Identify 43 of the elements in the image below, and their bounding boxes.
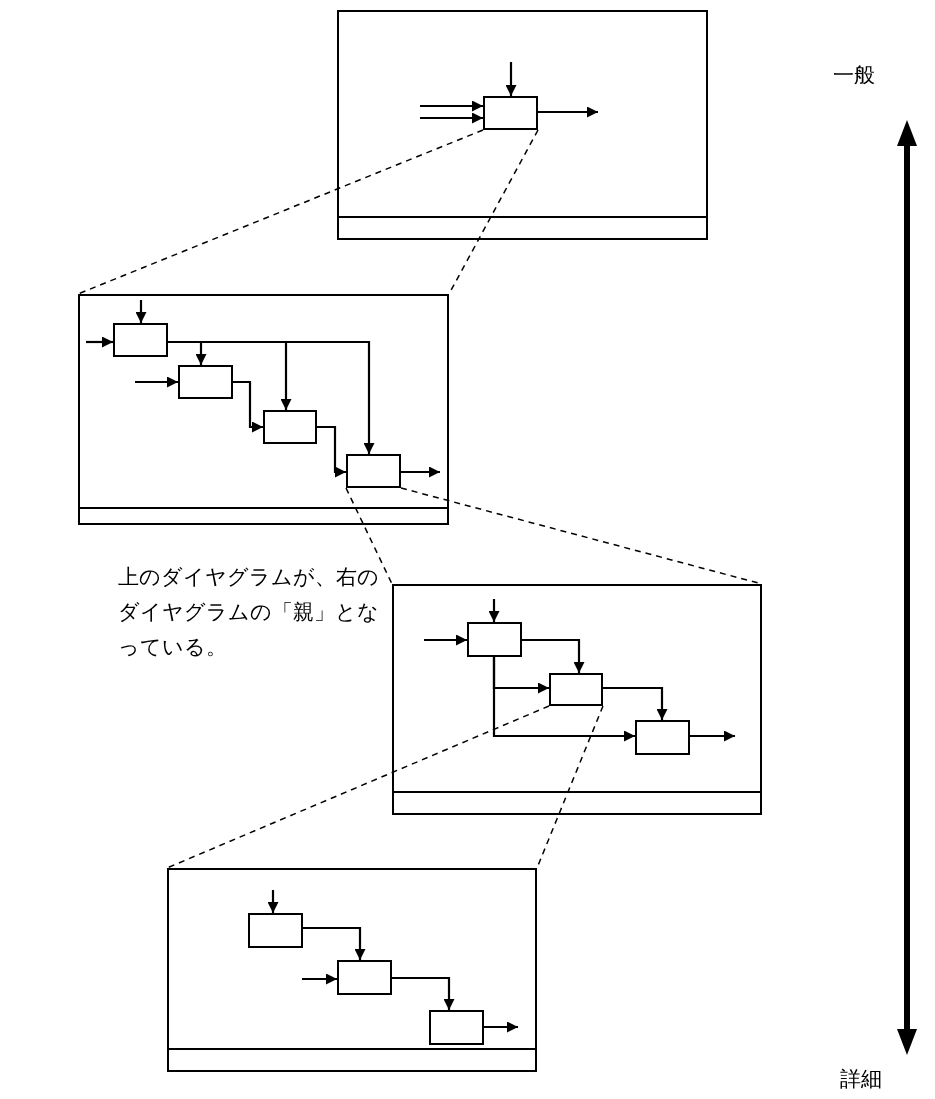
- diagram-frame: [167, 868, 537, 1072]
- process-box: [346, 454, 401, 488]
- arrow: [603, 686, 668, 720]
- arrow: [302, 973, 337, 985]
- arrow: [86, 336, 113, 348]
- arrow: [424, 634, 467, 646]
- dashed-leader-line: [77, 129, 484, 295]
- arrow: [538, 106, 598, 118]
- process-box: [429, 1010, 484, 1045]
- arrow: [317, 425, 346, 478]
- arrow: [135, 376, 178, 388]
- process-box: [263, 410, 317, 444]
- diagram-frame: [392, 584, 762, 815]
- process-box: [178, 365, 233, 399]
- arrow: [168, 340, 375, 454]
- arrow: [690, 730, 735, 742]
- arrow: [522, 638, 585, 673]
- process-box: [635, 720, 690, 755]
- arrow: [392, 976, 455, 1010]
- process-box: [113, 323, 168, 357]
- dashed-leader-line: [166, 705, 550, 869]
- dashed-leader-line: [345, 487, 393, 585]
- arrow: [488, 599, 500, 622]
- process-box: [483, 96, 538, 130]
- arrow: [233, 380, 263, 433]
- process-box: [549, 673, 603, 706]
- process-box: [248, 913, 303, 948]
- arrow: [303, 926, 366, 960]
- arrow: [484, 1021, 518, 1033]
- process-box: [337, 960, 392, 995]
- arrow: [492, 657, 635, 742]
- arrow: [505, 62, 517, 96]
- arrow: [420, 100, 483, 112]
- diagram-frame: [78, 294, 449, 525]
- note-text: 上のダイヤグラムが、右のダイヤグラムの「親」となっている。: [118, 564, 380, 661]
- scale-label: 一般: [833, 62, 876, 89]
- arrow: [267, 890, 279, 913]
- arrow: [401, 466, 440, 478]
- arrow: [420, 112, 483, 124]
- diagram-frame: [337, 10, 708, 240]
- arrow: [135, 300, 147, 323]
- process-box: [467, 622, 522, 657]
- scale-label: 詳細: [840, 1066, 883, 1093]
